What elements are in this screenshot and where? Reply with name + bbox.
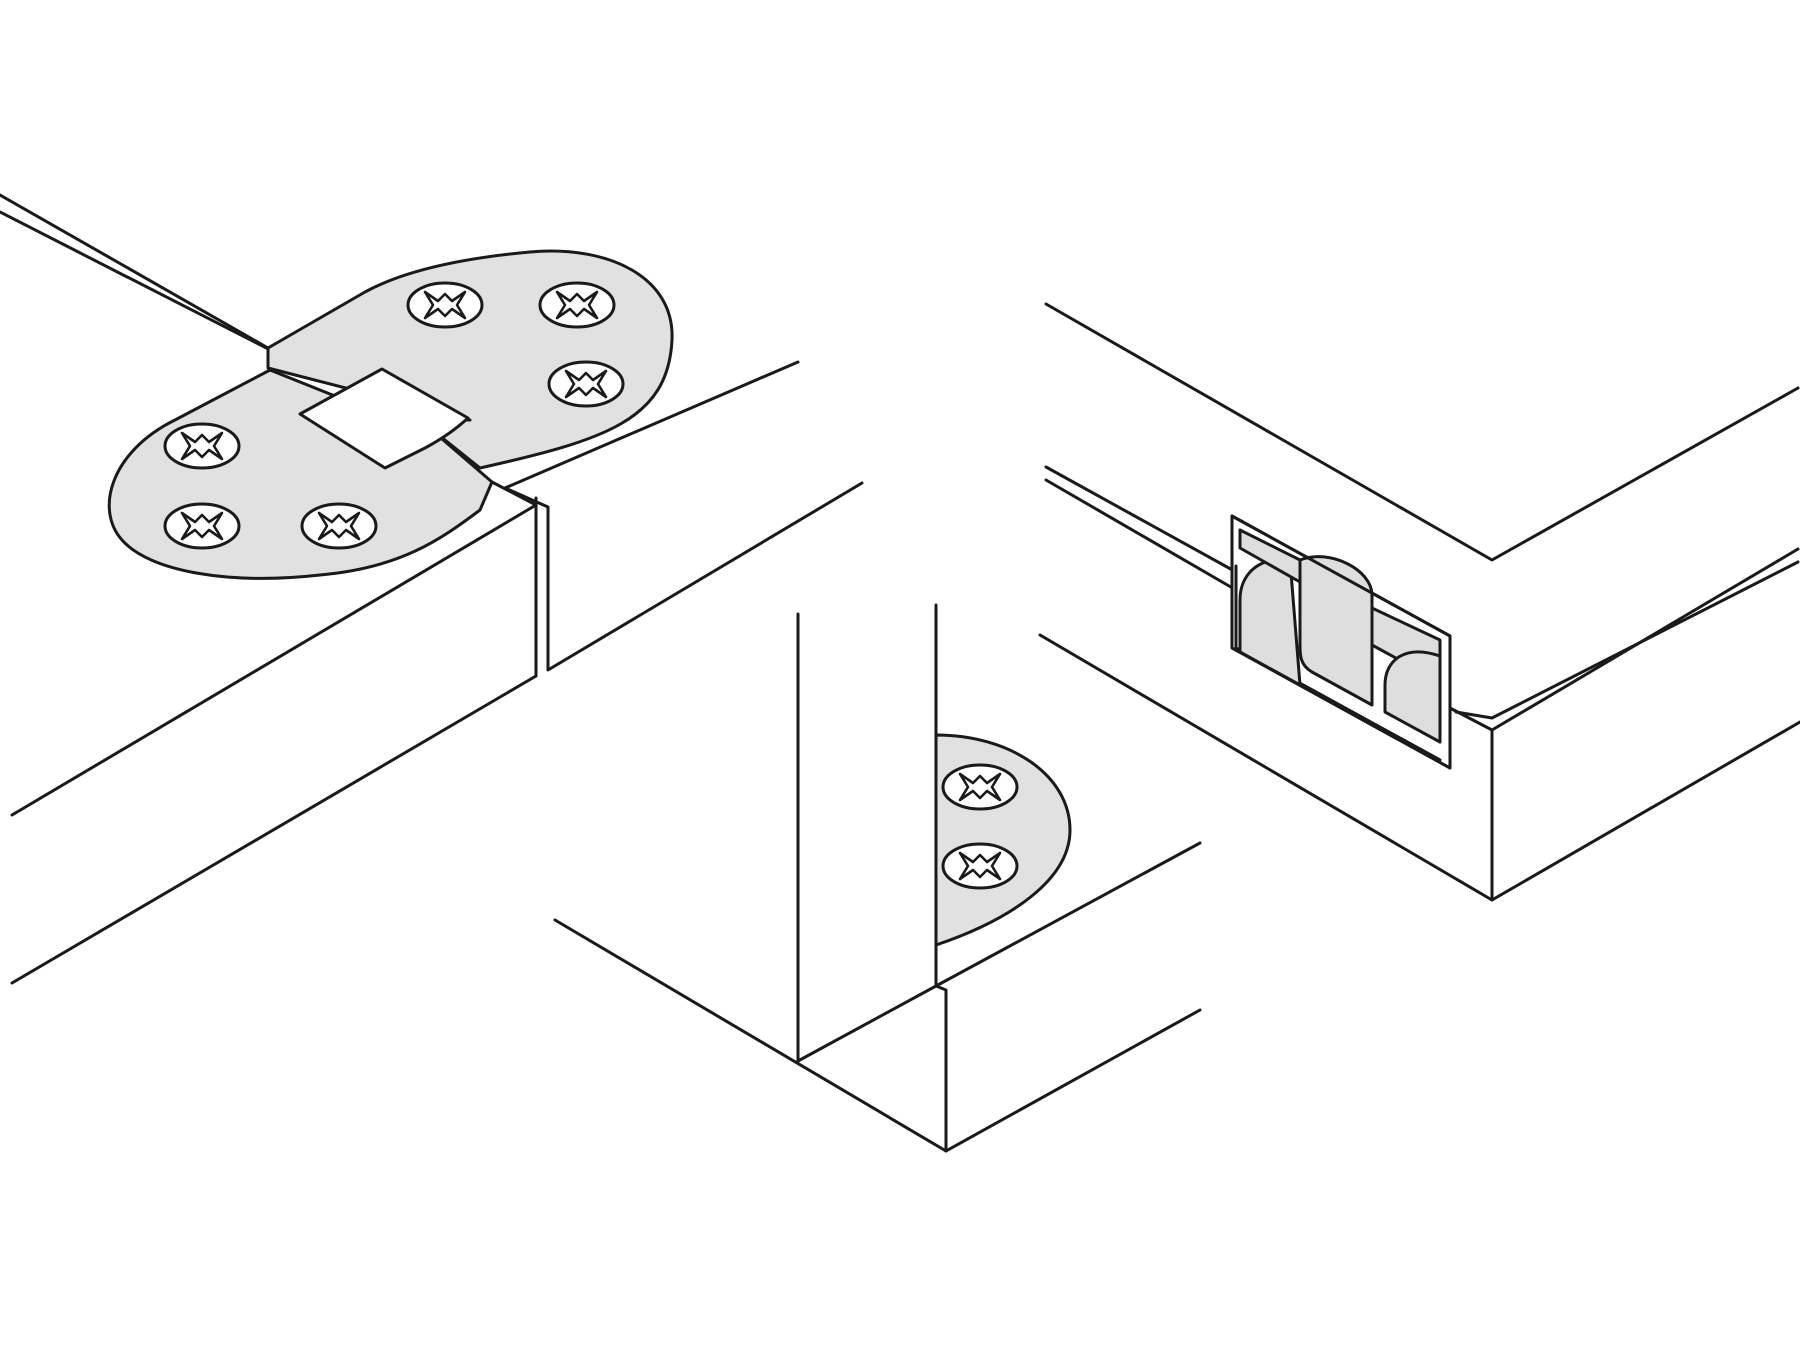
top-board-edge [10, 503, 538, 817]
hinge-recess-inner [1234, 564, 1442, 762]
box-lid-edge [1044, 465, 1258, 585]
hinge-knuckle-cutout [298, 367, 470, 470]
board-edge-line [0, 210, 280, 356]
phillips-screw-icon [941, 842, 1019, 890]
base-board-corner [934, 984, 948, 1153]
box-lid-edge [1044, 478, 1238, 592]
box-seam-line [1446, 547, 1800, 732]
phillips-screw-icon [538, 281, 616, 329]
phillips-screw-icon [547, 360, 625, 408]
phillips-screw-icon [941, 763, 1019, 811]
leaf-board-outline [503, 360, 864, 672]
phillips-screw-icon [406, 281, 484, 329]
base-board-outline [553, 918, 1202, 1153]
phillips-screw-icon [163, 502, 241, 550]
hinge-knuckle [1298, 555, 1374, 707]
box-lid-outline [1044, 302, 1800, 562]
hinge-knuckle [1383, 650, 1442, 744]
hinge-folded-side-view [553, 603, 1202, 1153]
box-seam-line [1454, 560, 1800, 720]
top-board-outline [10, 480, 538, 985]
hinge-closed-edge-view [1038, 302, 1800, 902]
phillips-screw-icon [163, 422, 241, 470]
hinge-leaf-plate [934, 733, 1072, 947]
hinge-pin-line [1230, 514, 1452, 638]
phillips-screw-icon [300, 502, 378, 550]
board-edge-line [0, 193, 270, 350]
hinge-open-top-view [0, 193, 864, 985]
